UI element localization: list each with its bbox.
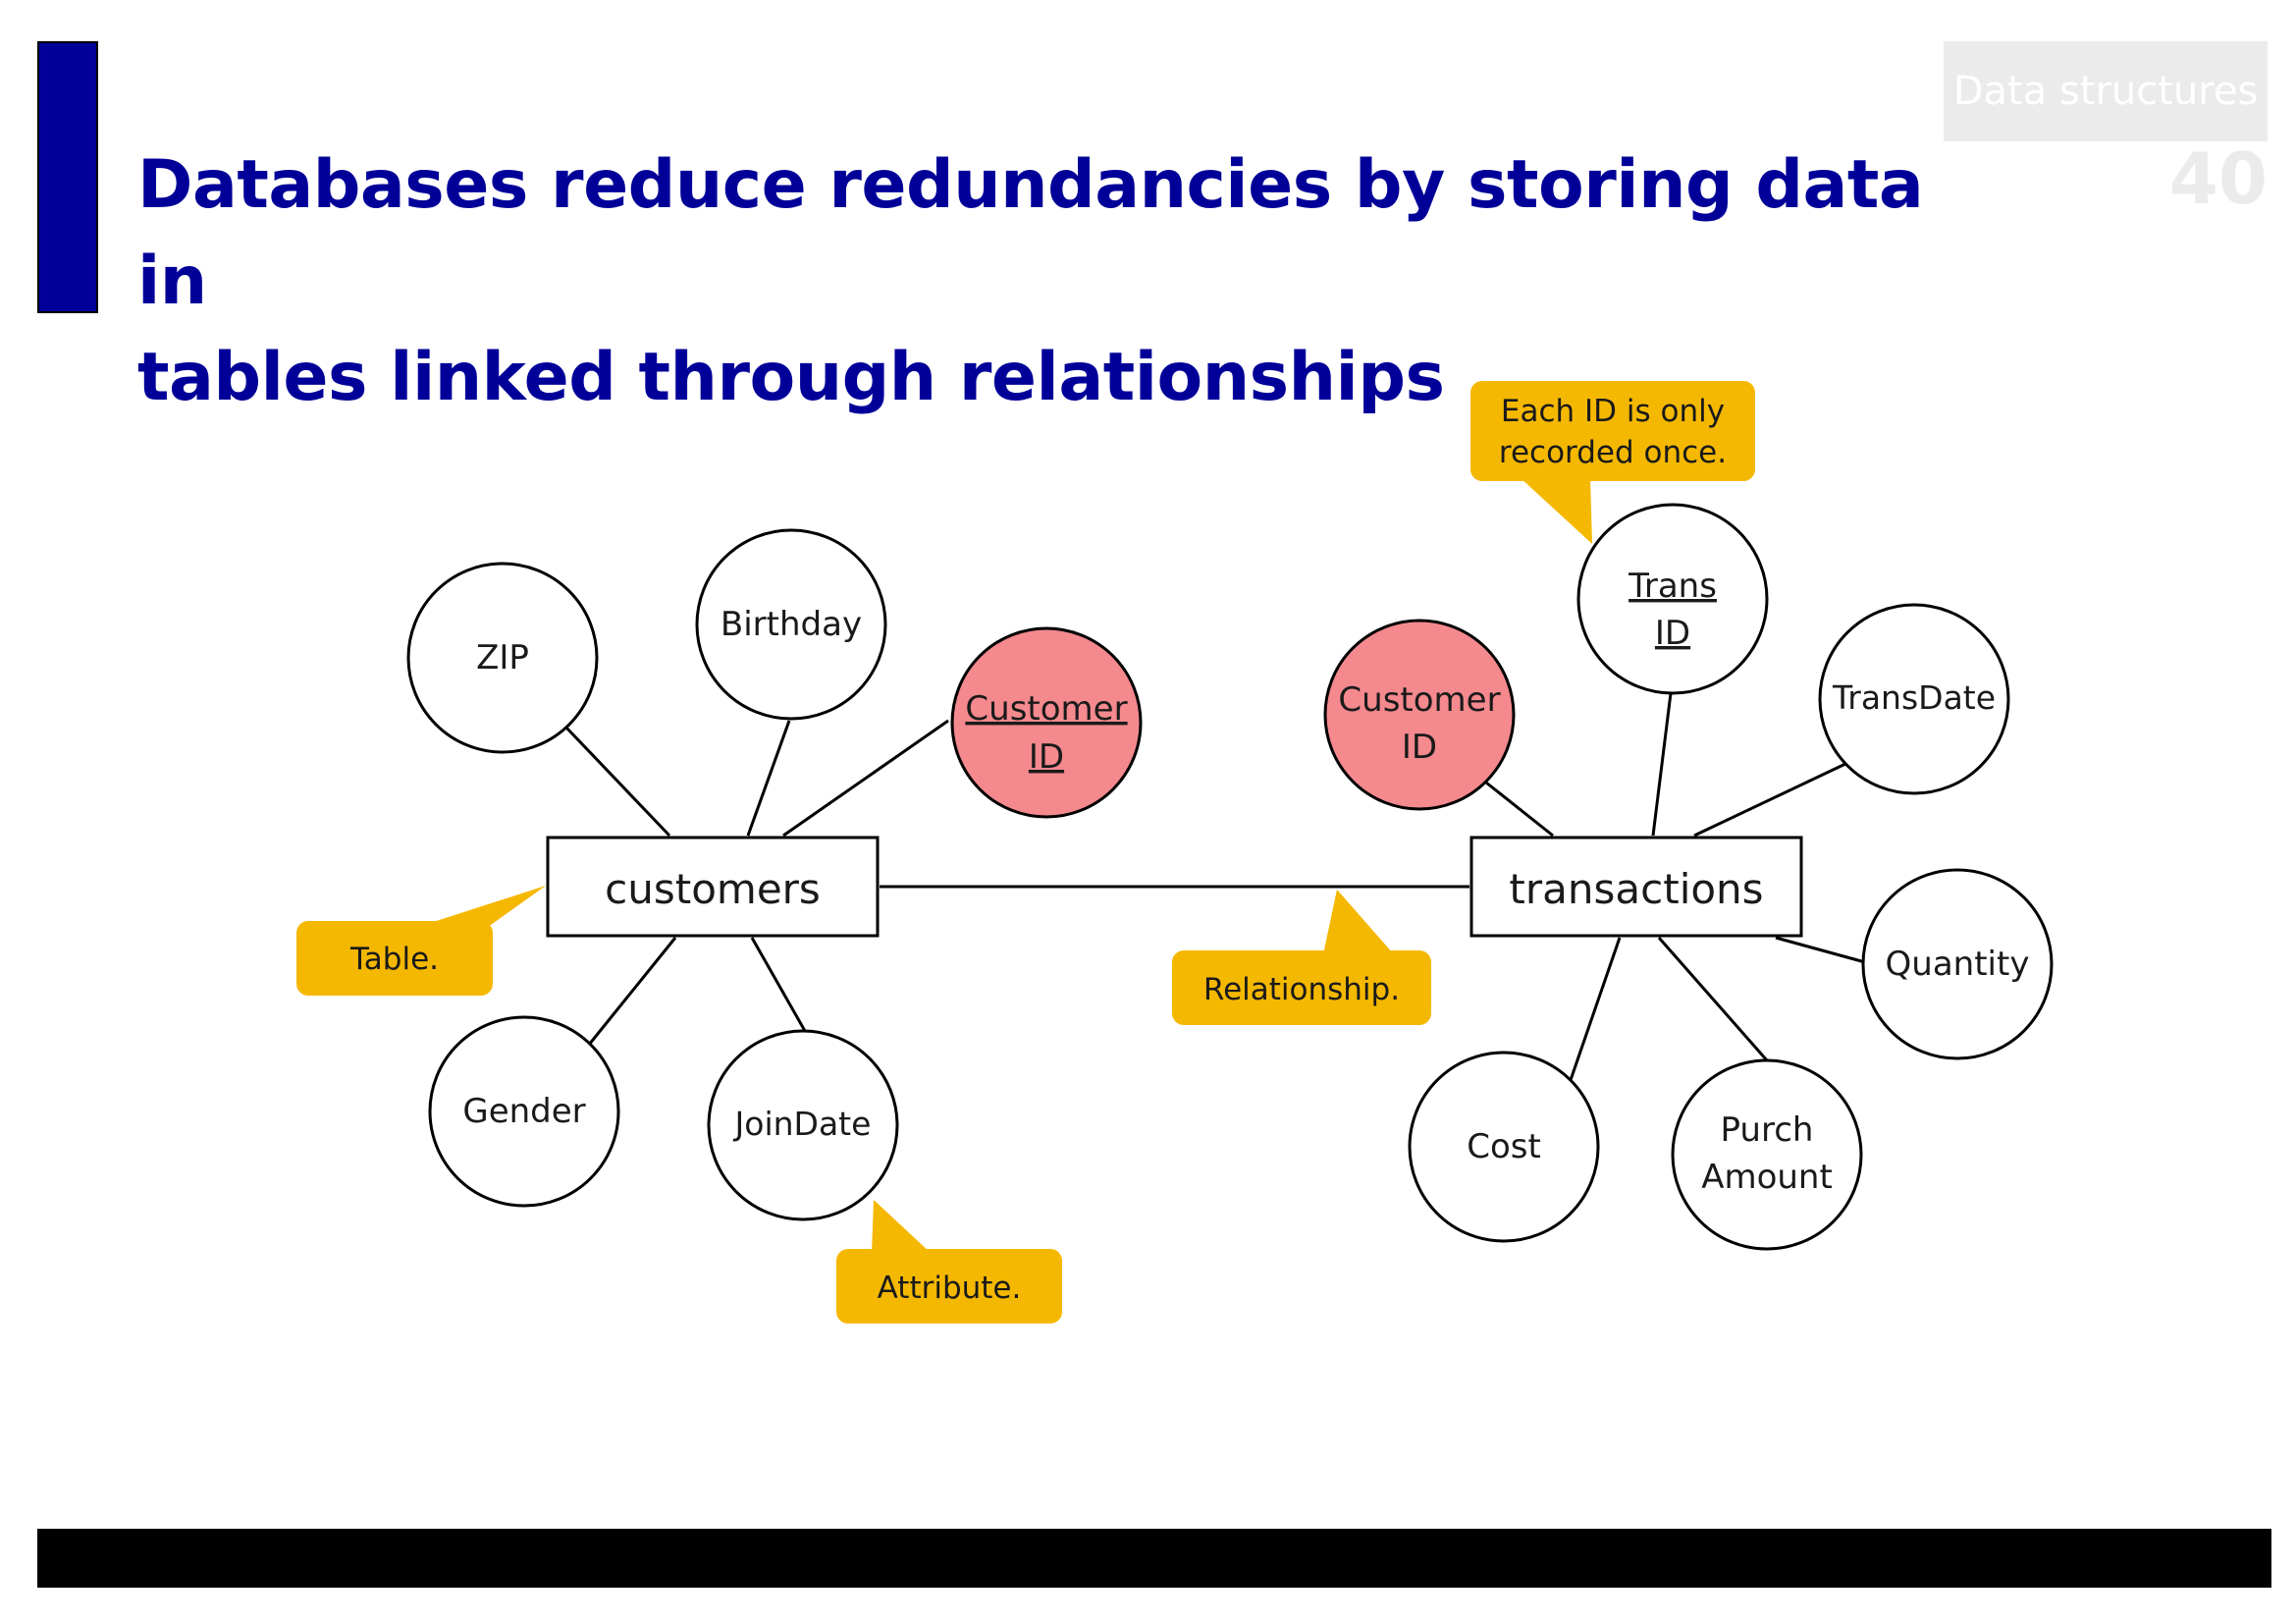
attribute-purch-amount-label-1: Purch xyxy=(1721,1110,1814,1150)
line-transactions-trans-id xyxy=(1651,692,1673,837)
attribute-purch-amount-label-2: Amount xyxy=(1701,1158,1833,1197)
line-customers-gender xyxy=(587,937,677,1046)
attribute-purch-amount: Purch Amount xyxy=(1671,1058,1863,1251)
attribute-customer-id-foreign-label-2: ID xyxy=(1402,728,1437,767)
attribute-quantity-label: Quantity xyxy=(1886,945,2030,984)
attribute-cost-label: Cost xyxy=(1467,1127,1541,1166)
callout-relationship-text: Relationship. xyxy=(1203,972,1400,1007)
callout-id-note: Each ID is only recorded once. xyxy=(1470,381,1755,544)
callout-table: Table. xyxy=(296,886,546,996)
attribute-customer-id-foreign-label-1: Customer xyxy=(1338,680,1500,720)
attribute-gender-label: Gender xyxy=(462,1092,585,1131)
callout-id-note-line-2: recorded once. xyxy=(1499,435,1727,470)
attribute-joindate-label: JoinDate xyxy=(733,1105,872,1143)
attribute-gender: Gender xyxy=(428,1015,620,1208)
callout-table-text: Table. xyxy=(349,942,439,977)
table-customers: customers xyxy=(546,836,880,938)
line-customers-joindate xyxy=(750,937,807,1032)
footer-bar xyxy=(37,1529,2271,1588)
line-transactions-quantity xyxy=(1775,936,1866,964)
attribute-cost: Cost xyxy=(1408,1051,1600,1243)
line-customers-birthday xyxy=(746,720,791,837)
attribute-quantity: Quantity xyxy=(1861,868,2054,1060)
slide-title: Databases reduce redundancies by storing… xyxy=(137,137,1924,426)
table-transactions: transactions xyxy=(1469,836,1803,938)
line-customers-zip xyxy=(563,725,671,838)
attribute-transdate: TransDate xyxy=(1818,603,2010,795)
attribute-birthday-label: Birthday xyxy=(721,605,862,644)
line-transactions-transdate xyxy=(1693,762,1846,838)
attribute-customer-id-key-label-1: Customer xyxy=(965,689,1127,729)
connector-lines xyxy=(563,692,1866,1081)
attribute-joindate: JoinDate xyxy=(707,1029,899,1221)
line-transactions-customer-id xyxy=(1485,781,1554,838)
slide-title-line-2: tables linked through relationships xyxy=(137,339,1445,416)
slide-title-line-1: Databases reduce redundancies by storing… xyxy=(137,146,1924,320)
attribute-zip: ZIP xyxy=(406,562,599,754)
attribute-trans-id-key-label-1: Trans xyxy=(1628,567,1717,606)
attribute-trans-id-key-label-2: ID xyxy=(1655,614,1690,653)
attribute-customer-id-key-label-2: ID xyxy=(1029,737,1064,777)
section-tag: Data structures xyxy=(1944,41,2268,141)
table-transactions-label: transactions xyxy=(1509,865,1763,913)
attribute-zip-label: ZIP xyxy=(476,638,529,677)
attribute-transdate-label: TransDate xyxy=(1832,678,1996,717)
attribute-birthday: Birthday xyxy=(695,528,887,721)
line-transactions-purch-amount xyxy=(1657,937,1769,1061)
attribute-trans-id-key: Trans ID xyxy=(1576,503,1769,695)
attribute-customer-id-key: Customer ID xyxy=(950,626,1143,819)
callout-id-note-line-1: Each ID is only xyxy=(1501,394,1725,429)
line-customers-customer-id xyxy=(782,719,949,838)
attribute-customer-id-foreign: Customer ID xyxy=(1323,619,1516,811)
callout-relationship: Relationship. xyxy=(1172,890,1431,1025)
accent-bar xyxy=(37,41,98,313)
page-number: 40 xyxy=(2168,137,2268,220)
table-customers-label: customers xyxy=(605,865,821,913)
line-transactions-cost xyxy=(1569,937,1622,1081)
callout-attribute-text: Attribute. xyxy=(878,1271,1022,1306)
callout-attribute: Attribute. xyxy=(836,1200,1062,1324)
